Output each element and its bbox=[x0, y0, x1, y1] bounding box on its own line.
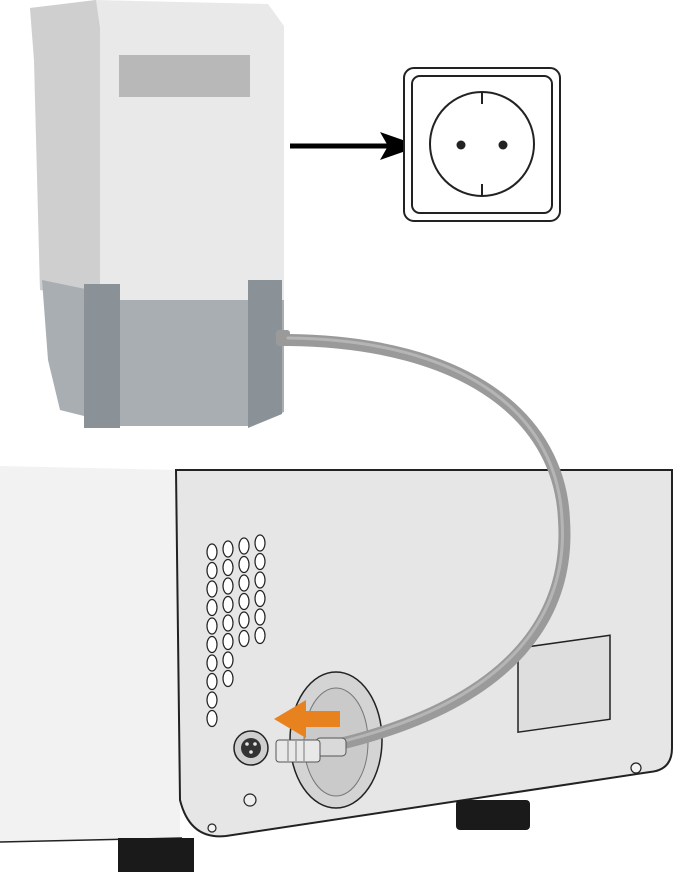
vent-slot bbox=[222, 614, 234, 632]
wall-outlet-icon bbox=[403, 67, 561, 222]
vent-slot bbox=[206, 617, 218, 635]
vent-slot bbox=[206, 543, 218, 561]
vent-slot bbox=[254, 552, 266, 571]
power-supply-side-shade bbox=[30, 0, 100, 300]
arrow-right-head bbox=[380, 132, 420, 160]
vent-slot bbox=[206, 672, 218, 691]
arrow-left-shaft bbox=[302, 711, 340, 727]
arrow-left-icon bbox=[274, 700, 340, 738]
vent-slot bbox=[238, 555, 250, 574]
connector-socket-face bbox=[241, 738, 261, 758]
vent-slot bbox=[222, 651, 234, 669]
device-side-panel bbox=[0, 466, 180, 842]
vent-slot bbox=[222, 669, 234, 688]
vent-slot bbox=[222, 577, 234, 595]
power-supply-label-panel bbox=[119, 55, 250, 97]
vent-slot bbox=[254, 589, 266, 608]
power-supply-foot-left bbox=[84, 284, 120, 428]
vent-slot bbox=[238, 629, 250, 648]
vent-slot bbox=[254, 571, 266, 589]
connector-lower-screw bbox=[243, 793, 257, 807]
vent-slot bbox=[254, 608, 266, 626]
power-cable-highlight bbox=[286, 336, 564, 744]
vent-slot bbox=[222, 540, 234, 558]
device-corner-screw-small bbox=[207, 823, 217, 833]
device-corner-screw bbox=[630, 762, 642, 774]
connector-socket-pin-3 bbox=[249, 750, 253, 754]
connector-socket-pin-1 bbox=[245, 742, 249, 746]
vent-slot bbox=[222, 558, 234, 577]
outlet-pin-hole-left bbox=[456, 140, 466, 150]
vent-slot bbox=[206, 580, 218, 598]
power-supply-unit bbox=[30, 0, 290, 428]
vent-slot bbox=[206, 561, 218, 580]
vent-slot bbox=[238, 592, 250, 611]
vent-slot bbox=[222, 595, 234, 614]
outlet-pin-hole-right bbox=[498, 140, 508, 150]
vent-slot bbox=[222, 632, 234, 651]
device-foot-left bbox=[118, 838, 194, 872]
ventilation-grille bbox=[206, 534, 266, 728]
arrow-right-icon bbox=[290, 132, 420, 160]
device-rating-label bbox=[517, 634, 611, 734]
vent-slot bbox=[206, 635, 218, 654]
power-supply-base bbox=[42, 280, 284, 426]
cable-plug-body bbox=[275, 739, 321, 763]
power-supply-foot-right bbox=[248, 280, 282, 428]
power-cable bbox=[282, 334, 571, 750]
vent-slot bbox=[206, 709, 218, 728]
vent-slot bbox=[238, 537, 250, 555]
cable-plug bbox=[275, 737, 347, 763]
device-connector-socket bbox=[233, 730, 269, 807]
device-foot-right bbox=[456, 800, 530, 830]
vent-slot bbox=[254, 626, 266, 645]
vent-slot bbox=[238, 574, 250, 592]
arrow-left-head bbox=[274, 700, 306, 738]
vent-slot bbox=[206, 691, 218, 709]
vent-slot bbox=[238, 611, 250, 629]
outlet-socket-ring bbox=[429, 91, 535, 197]
vent-slot bbox=[254, 534, 266, 552]
vent-slot bbox=[206, 598, 218, 617]
connector-socket-pin-2 bbox=[253, 742, 257, 746]
vent-slot bbox=[206, 654, 218, 672]
